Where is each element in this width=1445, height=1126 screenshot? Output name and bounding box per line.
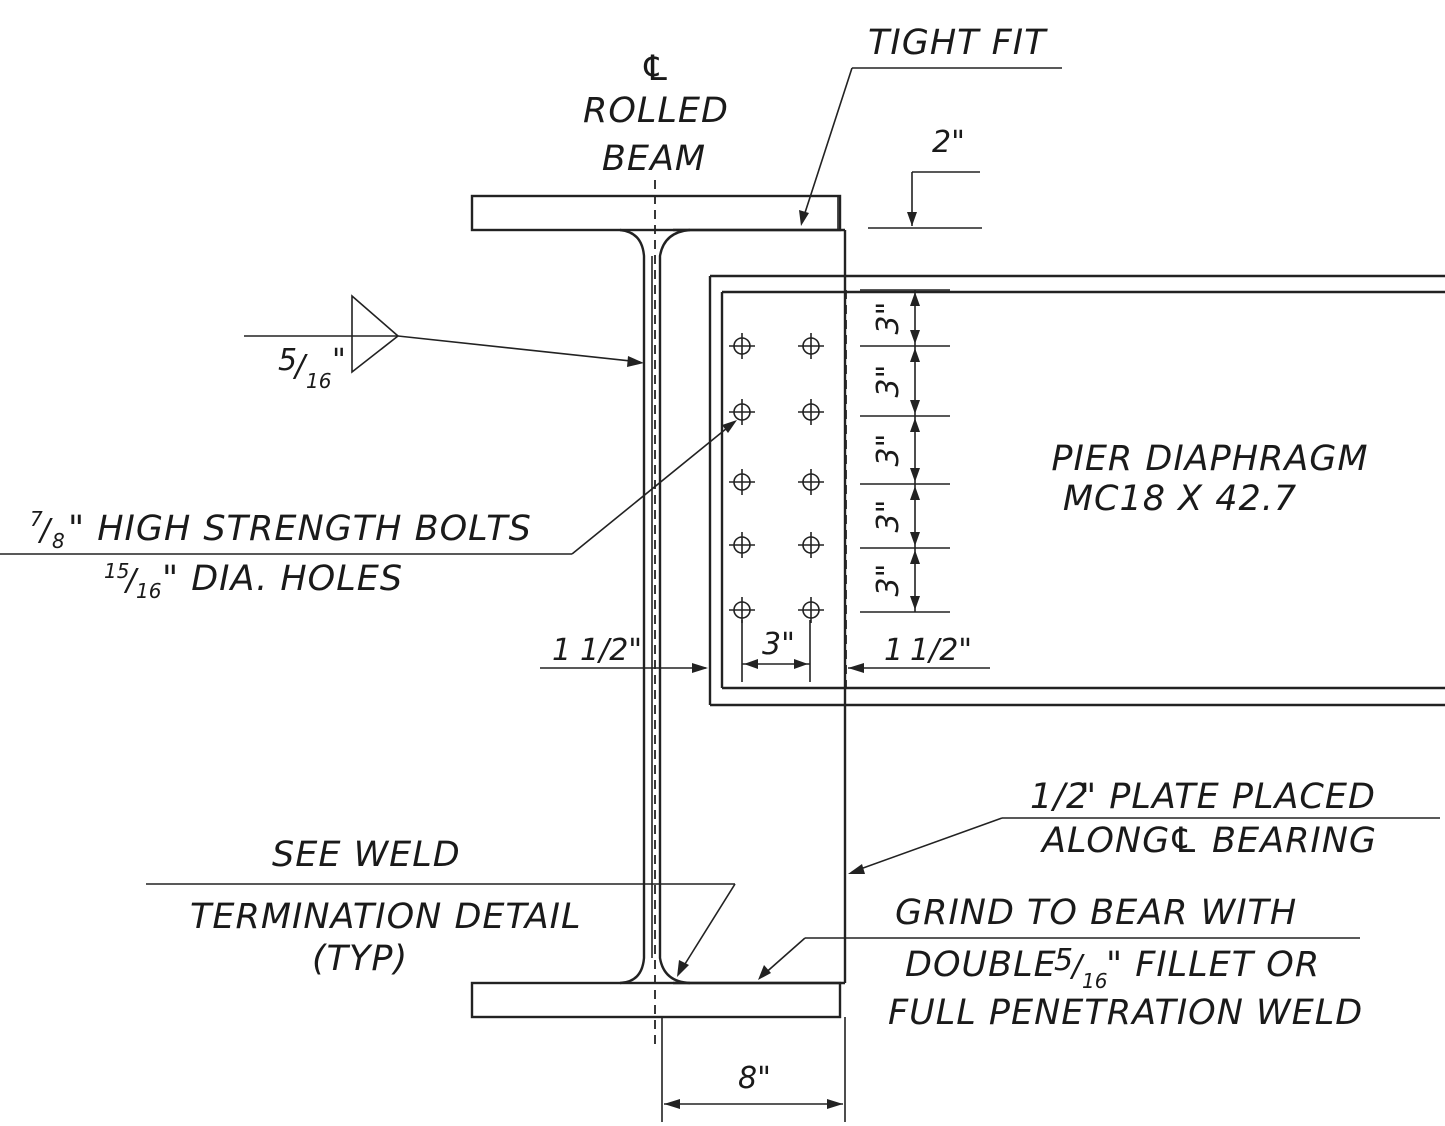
bolt-hole bbox=[798, 532, 824, 558]
edge-left-frac: 1/2" bbox=[580, 633, 642, 668]
termination-label: TERMINATION DETAIL bbox=[190, 897, 581, 937]
svg-text:/: / bbox=[123, 563, 139, 598]
pitch-label-4: 3" bbox=[871, 500, 906, 533]
rolled-beam-label: ℄ ROLLED BEAM bbox=[583, 49, 729, 179]
dim-8in: 8" bbox=[738, 1061, 771, 1096]
bolt-hole bbox=[729, 469, 755, 495]
plate-frac: 1/2 bbox=[1030, 777, 1089, 817]
beam-bottom-flange bbox=[470, 981, 842, 1019]
along-label: ALONG bbox=[1040, 821, 1170, 861]
pitch-label-3: 3" bbox=[871, 434, 906, 467]
bolts-num: 7 bbox=[30, 507, 43, 531]
bolt-gage-label: 3" bbox=[762, 627, 795, 662]
bolt-group bbox=[729, 333, 824, 623]
beam-top-flange bbox=[470, 194, 842, 232]
rolled-beam bbox=[470, 180, 842, 1050]
weld-size-den: 16 bbox=[306, 369, 331, 393]
pier-diaphragm-label: PIER DIAPHRAGM bbox=[1051, 439, 1368, 479]
bearing-cl-symbol: ℄ bbox=[1168, 821, 1200, 861]
svg-text:/: / bbox=[37, 513, 53, 548]
dim-2in: 2" bbox=[932, 125, 965, 160]
weld-size-unit: " bbox=[332, 343, 346, 378]
bolt-hole bbox=[729, 597, 755, 623]
plate-label: " PLATE PLACED bbox=[1080, 777, 1376, 817]
grind-line-2a: DOUBLE bbox=[905, 945, 1057, 985]
edge-dimensions: 1 1/2" 3" 1 1/2" bbox=[540, 620, 990, 682]
holes-label: " DIA. HOLES bbox=[162, 559, 403, 599]
top-dimension: 2" bbox=[868, 125, 982, 229]
holes-num: 15 bbox=[104, 559, 129, 583]
bottom-dimension: 8" bbox=[661, 1017, 846, 1122]
typ-label: (TYP) bbox=[312, 939, 408, 979]
bolt-hole bbox=[798, 333, 824, 359]
mc-section-label: MC18 X 42.7 bbox=[1063, 479, 1297, 519]
see-weld-label: SEE WELD bbox=[272, 835, 461, 875]
weld-termination-note: SEE WELD TERMINATION DETAIL (TYP) bbox=[146, 835, 736, 979]
bolt-hole bbox=[798, 399, 824, 425]
bolts-label: " HIGH STRENGTH BOLTS bbox=[68, 509, 532, 549]
grind-note: GRIND TO BEAR WITH DOUBLE 5 / 16 " FILLE… bbox=[758, 893, 1363, 1033]
bolts-note: 7 / 8 " HIGH STRENGTH BOLTS 15 / 16 " DI… bbox=[0, 420, 737, 603]
bolts-den: 8 bbox=[52, 529, 65, 553]
beam-label: BEAM bbox=[602, 139, 706, 179]
bolt-hole bbox=[729, 399, 755, 425]
bearing-label: BEARING bbox=[1212, 821, 1377, 861]
weld-size-num: 5 bbox=[278, 343, 297, 378]
bolt-hole bbox=[729, 532, 755, 558]
pitch-label-5: 3" bbox=[871, 564, 906, 597]
tight-fit-note: TIGHT FIT bbox=[799, 23, 1062, 226]
rolled-label: ROLLED bbox=[583, 91, 729, 131]
bolt-hole bbox=[798, 597, 824, 623]
pier-diaphragm-channel bbox=[708, 274, 1445, 707]
grind-line-2b: " FILLET OR bbox=[1106, 945, 1320, 985]
edge-left-whole: 1 bbox=[552, 633, 571, 668]
pitch-label-1: 3" bbox=[871, 302, 906, 335]
weld-symbol: 5 / 16 " bbox=[244, 294, 644, 393]
bearing-plate bbox=[673, 196, 847, 985]
grind-line-3: FULL PENETRATION WELD bbox=[888, 993, 1363, 1033]
bolt-hole bbox=[798, 469, 824, 495]
pitch-label-2: 3" bbox=[871, 365, 906, 398]
centerline-symbol: ℄ bbox=[640, 49, 672, 89]
beam-web-right bbox=[658, 228, 691, 985]
tight-fit-label: TIGHT FIT bbox=[868, 23, 1048, 63]
svg-text:/: / bbox=[1069, 949, 1085, 984]
pitch-dimension: 3" 3" 3" 3" 3" bbox=[860, 289, 950, 613]
plate-note: 1/2 " PLATE PLACED ALONG ℄ BEARING bbox=[848, 777, 1440, 874]
holes-den: 16 bbox=[136, 579, 161, 603]
grind-line-1: GRIND TO BEAR WITH bbox=[895, 893, 1297, 933]
grind-den: 16 bbox=[1082, 969, 1107, 993]
edge-right-whole: 1 bbox=[884, 633, 903, 668]
bolt-hole bbox=[729, 333, 755, 359]
grind-num: 5 bbox=[1054, 943, 1073, 978]
beam-web-left bbox=[619, 228, 646, 985]
edge-right-frac: 1/2" bbox=[910, 633, 972, 668]
svg-text:/: / bbox=[292, 349, 308, 384]
